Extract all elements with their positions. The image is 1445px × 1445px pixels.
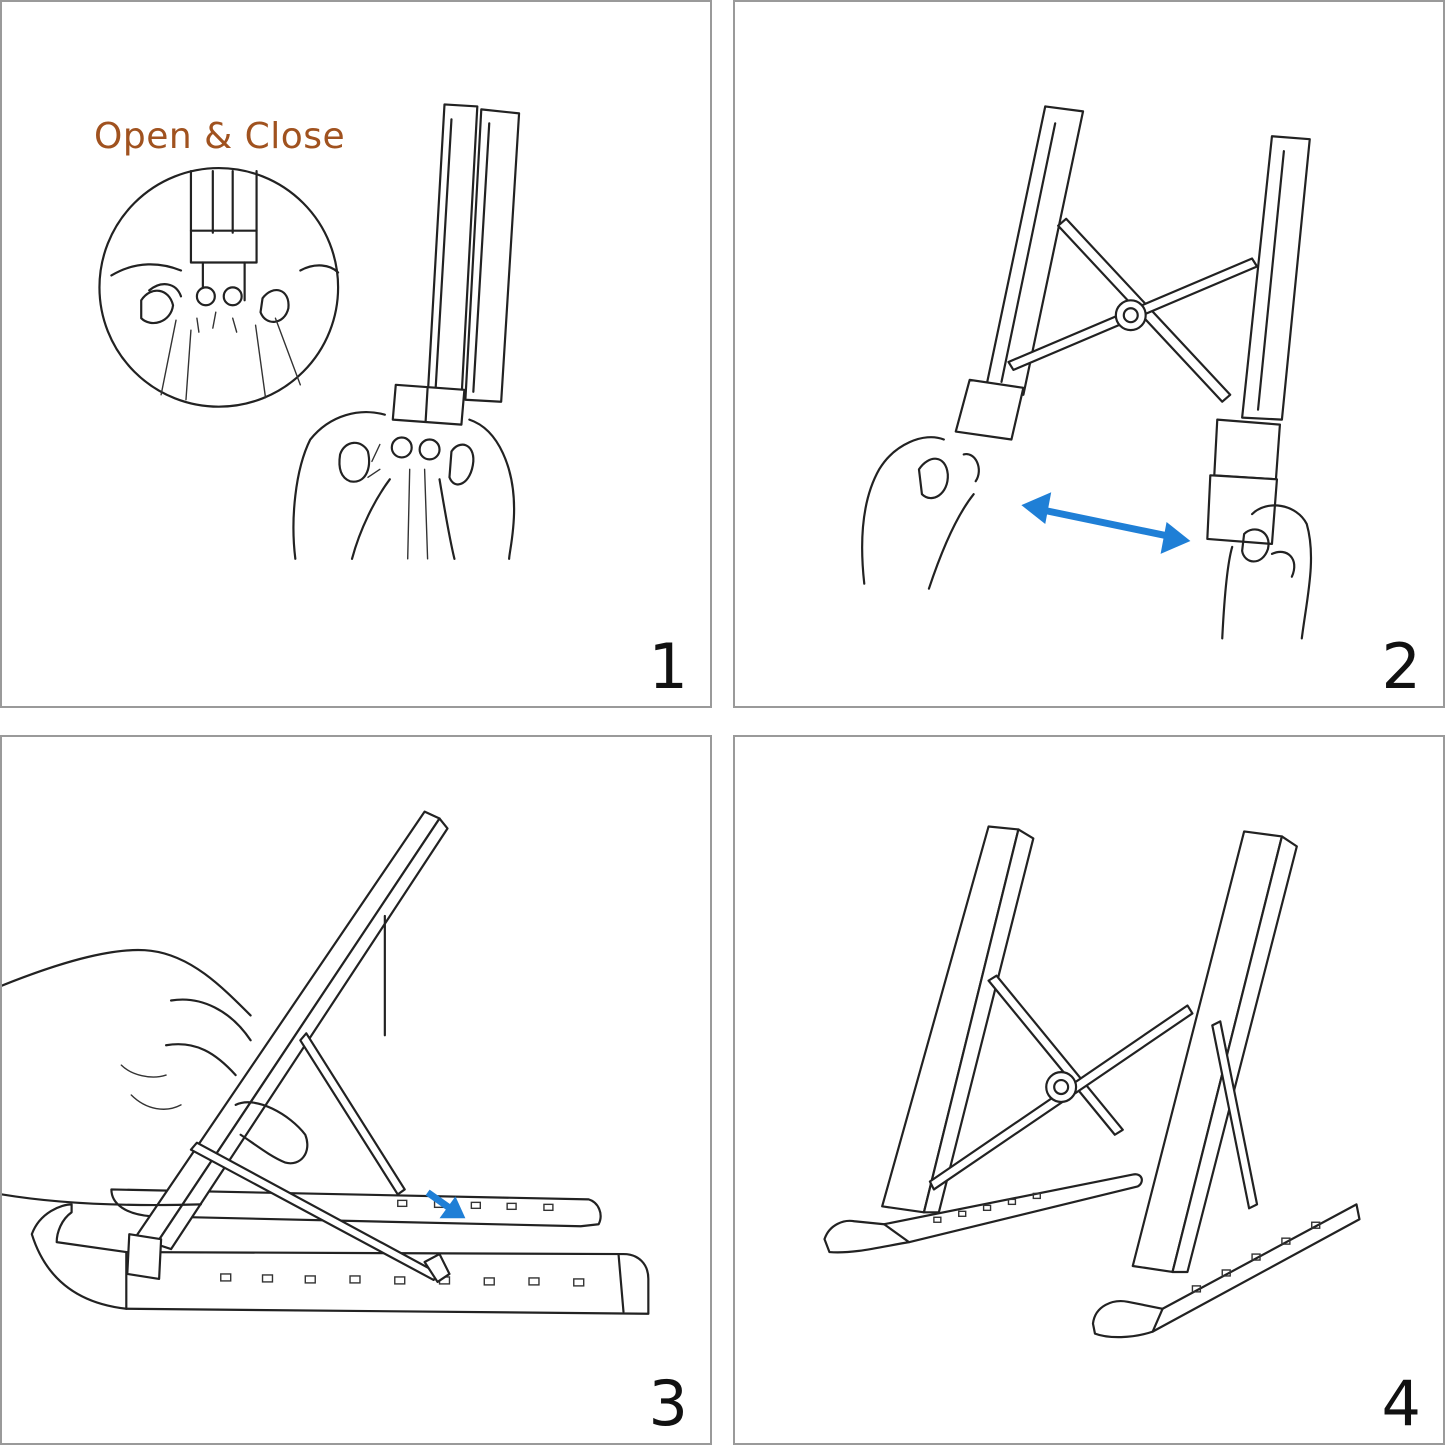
stand-side-view: [30, 810, 650, 1315]
hands: [292, 411, 516, 560]
step-4-panel: 4: [733, 735, 1445, 1445]
assembled-stand: [823, 825, 1361, 1339]
double-arrow-icon: [1021, 492, 1191, 554]
step-number-1: 1: [648, 630, 688, 703]
opening-stand: [954, 105, 1311, 546]
hands: [861, 436, 1313, 640]
step-2-illustration: [861, 105, 1313, 640]
step-1-illustration: [98, 103, 521, 560]
slide-arrow-icon: [425, 1189, 466, 1219]
step-2-panel: 2: [733, 0, 1445, 708]
step-3-illustration: [2, 810, 650, 1315]
open-close-caption: Open & Close: [94, 116, 346, 157]
step-number-3: 3: [648, 1367, 688, 1440]
zoom-detail-circle: [98, 166, 340, 408]
step-3-panel: 3: [0, 735, 712, 1445]
step-4-illustration: [823, 825, 1361, 1339]
step-number-2: 2: [1381, 630, 1421, 703]
step-1-panel: Open & Close 1: [0, 0, 712, 708]
step-number-4: 4: [1381, 1367, 1421, 1440]
folded-stand: [391, 103, 521, 426]
hand: [2, 948, 309, 1207]
